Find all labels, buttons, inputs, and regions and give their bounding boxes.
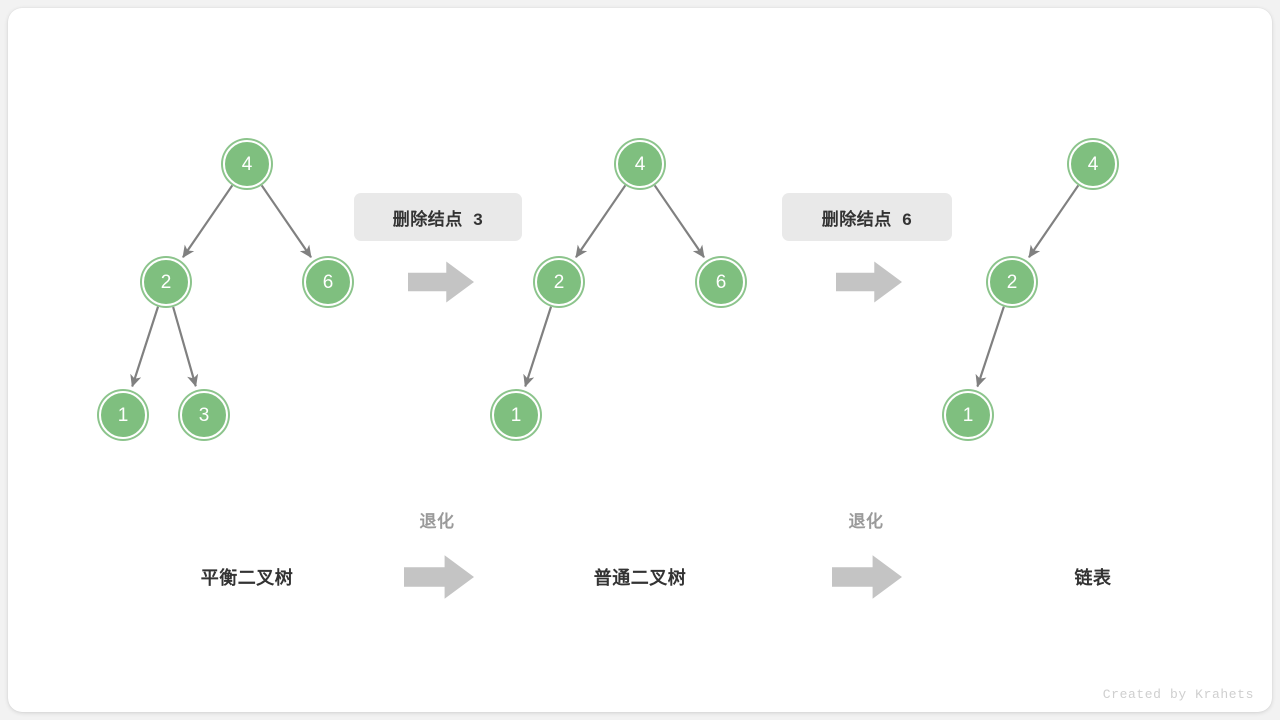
tree-node-value: 2 bbox=[1006, 271, 1018, 293]
tree-node-4[interactable]: 4 bbox=[616, 140, 664, 188]
arrow-shape bbox=[404, 555, 474, 599]
transition-arrow-top-2 bbox=[836, 261, 902, 303]
tree-edge bbox=[260, 184, 312, 258]
tree-node-1[interactable]: 1 bbox=[492, 391, 540, 439]
arrow-shape bbox=[832, 555, 902, 599]
transition-arrow-bottom-1 bbox=[404, 555, 474, 599]
watermark: Created by Krahets bbox=[1102, 687, 1254, 702]
tree-node-value: 6 bbox=[322, 271, 334, 293]
tree-node-value: 4 bbox=[241, 153, 253, 175]
tree-edge bbox=[653, 184, 705, 258]
tree-node-6[interactable]: 6 bbox=[697, 258, 745, 306]
diagram-card: 4 2 6 1 3 4 2 6 1 4 2 1 删除结点 3 删除结点 6 退化 退化 平衡二叉树 普通二叉… bbox=[8, 8, 1272, 712]
tree-node-value: 6 bbox=[715, 271, 727, 293]
transition-arrow-bottom-2 bbox=[832, 555, 902, 599]
tree-edge bbox=[523, 306, 553, 388]
tree-node-4[interactable]: 4 bbox=[1069, 140, 1117, 188]
tree-node-value: 1 bbox=[962, 404, 974, 426]
arrow-shape bbox=[836, 261, 902, 303]
caption-linkedlist: 链表 bbox=[1074, 568, 1112, 588]
tree-node-value: 1 bbox=[117, 404, 129, 426]
tree-edge bbox=[182, 184, 234, 258]
operation-label-delete-node-3: 删除结点 3 bbox=[354, 193, 522, 241]
tree-node-6[interactable]: 6 bbox=[304, 258, 352, 306]
tree-node-4[interactable]: 4 bbox=[223, 140, 271, 188]
degenerate-label-1: 退化 bbox=[419, 512, 455, 531]
tree-node-1[interactable]: 1 bbox=[944, 391, 992, 439]
tree-node-2[interactable]: 2 bbox=[988, 258, 1036, 306]
caption-balanced: 平衡二叉树 bbox=[200, 568, 294, 588]
tree-edge bbox=[172, 306, 199, 388]
tree-node-1[interactable]: 1 bbox=[99, 391, 147, 439]
degenerate-label-2: 退化 bbox=[848, 512, 884, 531]
arrow-shape bbox=[408, 261, 474, 303]
tree-node-2[interactable]: 2 bbox=[142, 258, 190, 306]
tree-node-value: 2 bbox=[553, 271, 565, 293]
tree-edge-layer bbox=[130, 184, 1080, 388]
tree-node-value: 4 bbox=[634, 153, 646, 175]
caption-ordinary: 普通二叉树 bbox=[593, 568, 687, 588]
tree-edge bbox=[975, 306, 1005, 388]
tree-edge bbox=[575, 184, 627, 258]
operation-label-delete-node-6: 删除结点 6 bbox=[782, 193, 952, 241]
tree-node-3[interactable]: 3 bbox=[180, 391, 228, 439]
diagram-stage: 4 2 6 1 3 4 2 6 1 4 2 1 删除结点 3 删除结点 6 退化 退化 平衡二叉树 普通二叉… bbox=[8, 8, 1272, 712]
tree-node-value: 4 bbox=[1087, 153, 1099, 175]
tree-node-value: 3 bbox=[198, 404, 210, 426]
tree-node-2[interactable]: 2 bbox=[535, 258, 583, 306]
tree-edge bbox=[130, 306, 160, 388]
tree-node-value: 2 bbox=[160, 271, 172, 293]
transition-arrow-top-1 bbox=[408, 261, 474, 303]
tree-edge bbox=[1028, 184, 1080, 258]
tree-node-value: 1 bbox=[510, 404, 522, 426]
